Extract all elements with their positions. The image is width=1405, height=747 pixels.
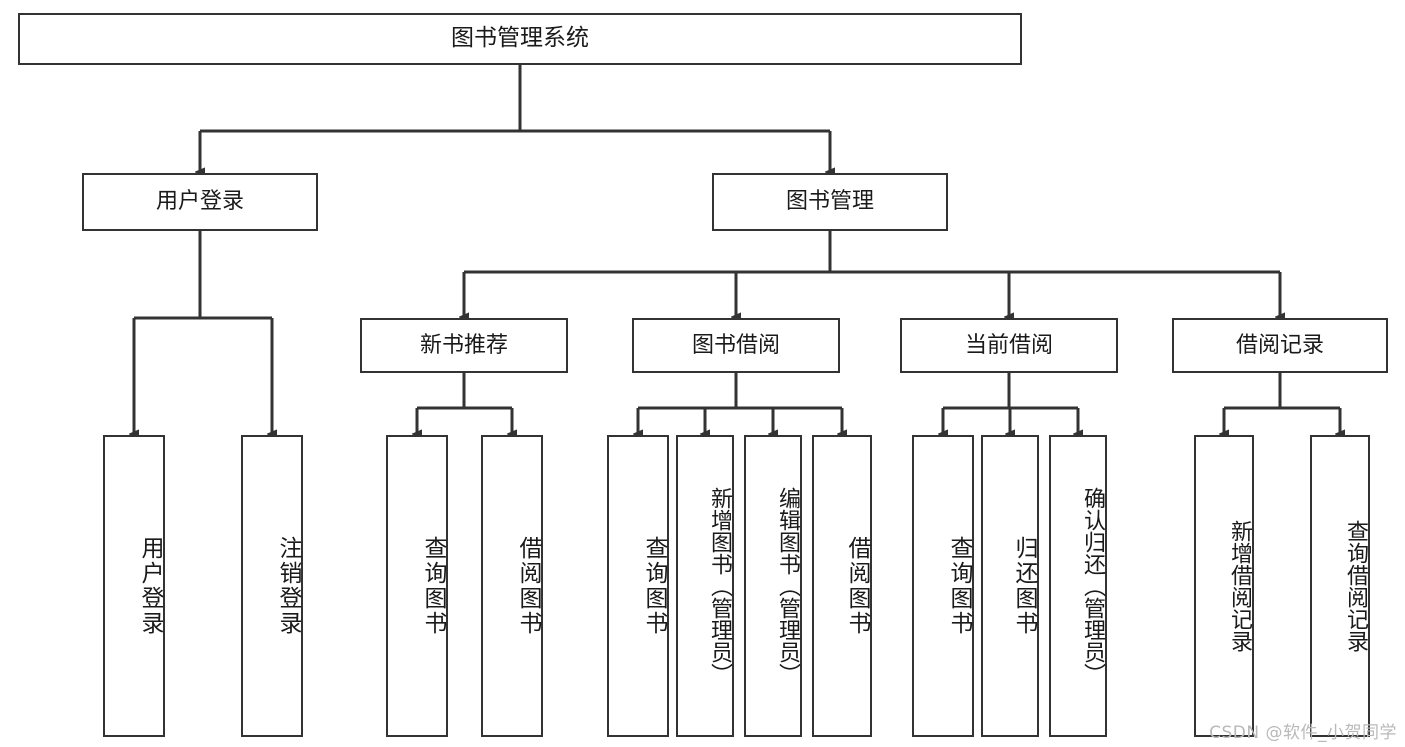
leaf-borrow-book[interactable]: 借阅图书 <box>812 435 872 737</box>
leaf-borrow-book-recommend[interactable]: 借阅图书 <box>481 435 543 737</box>
leaf-query-book-borrow[interactable]: 查询图书 <box>607 435 669 737</box>
leaf-user-logout[interactable]: 注销登录 <box>241 435 303 737</box>
leaf-add-book-admin[interactable]: 新增图书（管理员） <box>676 435 734 737</box>
node-new-book-recommend[interactable]: 新书推荐 <box>360 318 568 373</box>
node-user-login[interactable]: 用户登录 <box>82 173 318 231</box>
leaf-query-book-recommend[interactable]: 查询图书 <box>386 435 448 737</box>
node-root[interactable]: 图书管理系统 <box>18 13 1022 65</box>
leaf-user-login[interactable]: 用户登录 <box>103 435 165 737</box>
node-book-management[interactable]: 图书管理 <box>712 173 948 231</box>
node-book-borrow[interactable]: 图书借阅 <box>632 318 840 373</box>
leaf-query-borrow-record[interactable]: 查询借阅记录 <box>1310 435 1370 737</box>
node-current-borrow[interactable]: 当前借阅 <box>900 318 1118 373</box>
leaf-confirm-return-admin[interactable]: 确认归还（管理员） <box>1049 435 1107 737</box>
leaf-return-book[interactable]: 归还图书 <box>981 435 1039 737</box>
node-borrow-records[interactable]: 借阅记录 <box>1172 318 1388 373</box>
leaf-edit-book-admin[interactable]: 编辑图书（管理员） <box>744 435 802 737</box>
leaf-add-borrow-record[interactable]: 新增借阅记录 <box>1194 435 1254 737</box>
leaf-query-book-current[interactable]: 查询图书 <box>912 435 974 737</box>
